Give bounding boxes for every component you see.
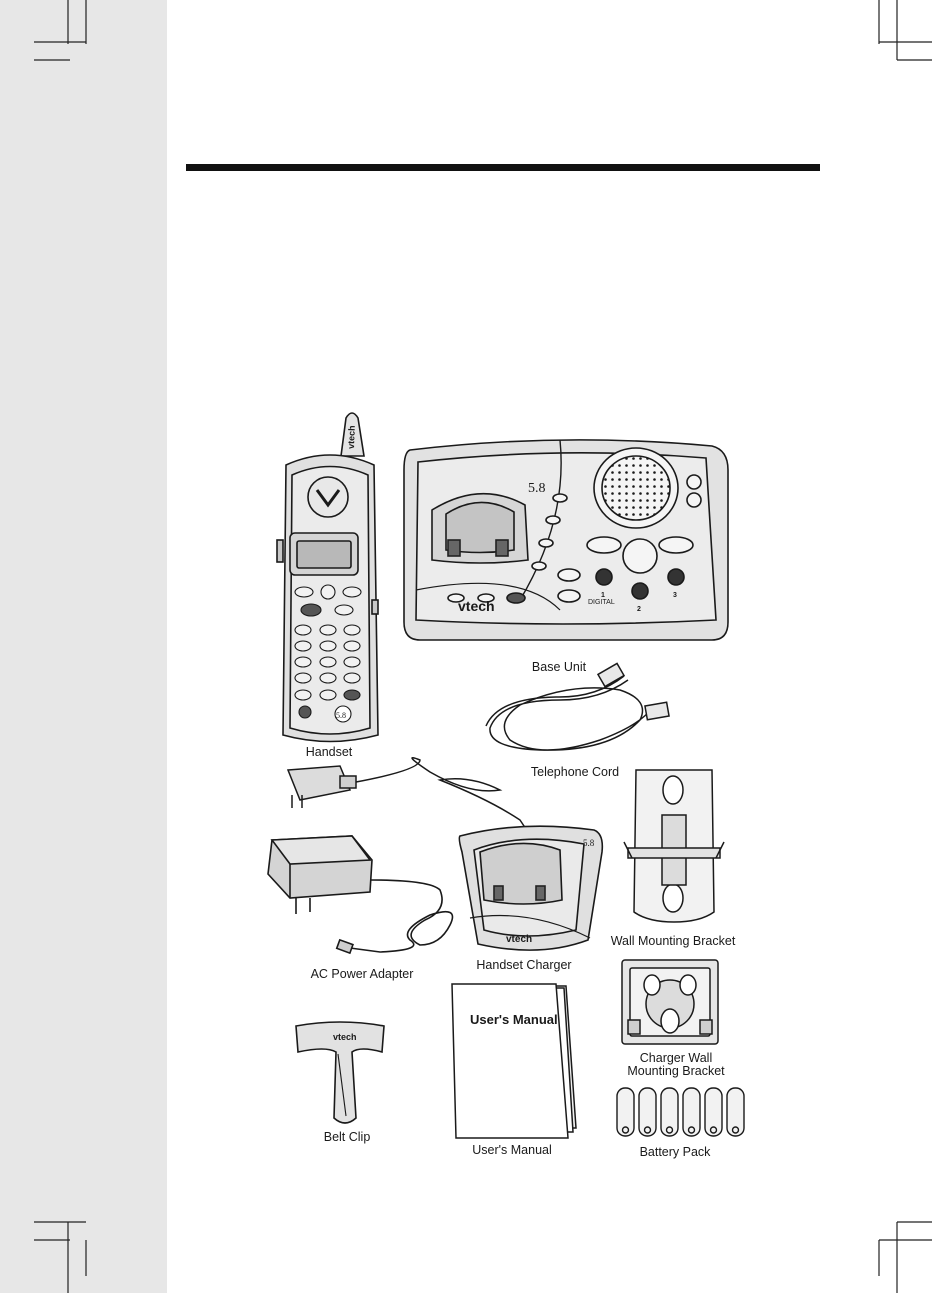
charger-wall-bracket-label-line1: Charger Wall (640, 1051, 712, 1065)
battery-pack-drawing (617, 1088, 744, 1136)
ac-power-adapter-label: AC Power Adapter (311, 967, 414, 981)
charger-band-mark: 5.8 (583, 838, 595, 848)
handset-band-mark: 5.8 (336, 711, 346, 720)
base-brand: vtech (458, 598, 495, 614)
handset-label: Handset (306, 745, 353, 759)
belt-clip-label: Belt Clip (324, 1130, 371, 1144)
charger-wall-bracket-drawing (622, 960, 718, 1044)
users-manual-label: User's Manual (472, 1143, 552, 1157)
users-manual-drawing (452, 984, 576, 1138)
handset-charger-drawing (459, 826, 602, 950)
manual-cover-title: User's Manual (470, 1012, 558, 1027)
base-band-mark: 5.8 (528, 481, 546, 496)
base-button-three-label: 3 (673, 592, 677, 599)
handset-brand: vtech (346, 425, 357, 449)
telephone-cord-drawing (486, 663, 669, 750)
battery-pack-label: Battery Pack (640, 1145, 711, 1159)
wall-mounting-bracket-label: Wall Mounting Bracket (611, 934, 736, 948)
telephone-cord-label: Telephone Cord (531, 765, 619, 779)
base-button-one-label: 1 (601, 592, 605, 599)
wall-mounting-bracket-drawing (624, 770, 724, 922)
charger-brand: vtech (506, 934, 532, 945)
base-unit-drawing (404, 440, 728, 640)
handset-charger-label: Handset Charger (476, 958, 571, 972)
base-button-two-label: 2 (637, 606, 641, 613)
base-unit-label: Base Unit (532, 660, 586, 674)
base-digital-mark: DIGITAL (588, 599, 615, 606)
charger-wall-bracket-label-line2: Mounting Bracket (627, 1064, 724, 1078)
small-adapter-drawing (288, 758, 530, 835)
ac-power-adapter-drawing (268, 836, 453, 953)
belt-clip-brand: vtech (333, 1032, 357, 1042)
